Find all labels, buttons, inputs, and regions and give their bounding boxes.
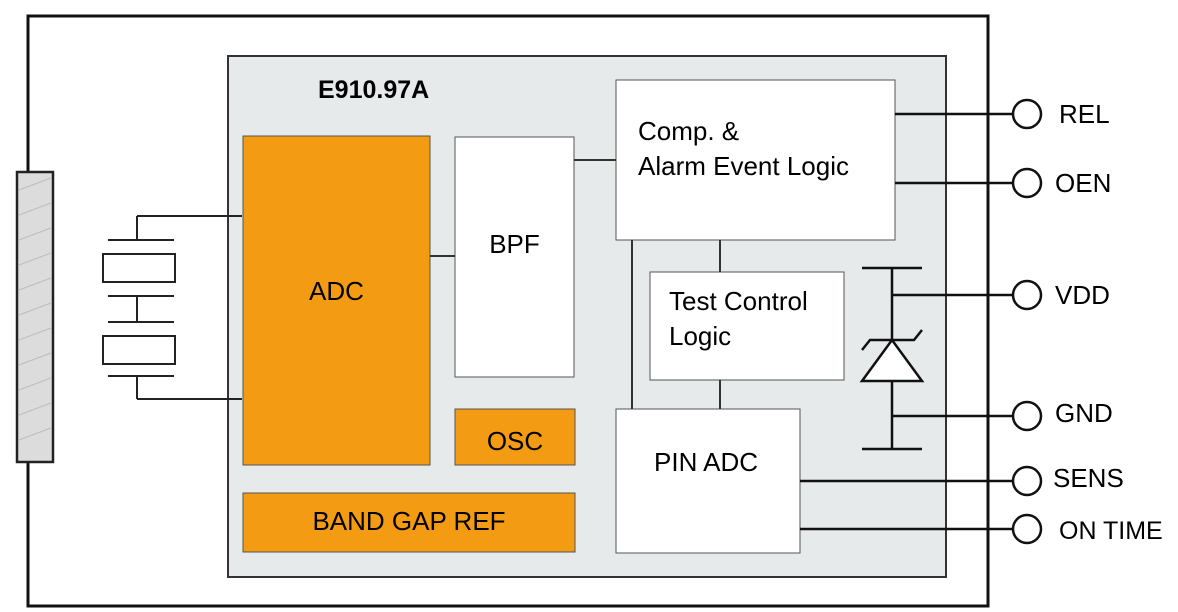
pin-oen-label: OEN [1055, 168, 1112, 198]
bpf-label: BPF [489, 229, 540, 260]
comp-line-1: Comp. & [638, 116, 740, 146]
pin-adc-label: PIN ADC [654, 447, 759, 477]
test-control-logic-block [649, 271, 845, 381]
adc-block [242, 135, 431, 466]
chip-title: E910.97A [318, 76, 430, 104]
pin-gnd-label: GND [1055, 398, 1113, 428]
band-gap-ref-label: BAND GAP REF [312, 506, 506, 537]
pin-sens-label: SENS [1053, 463, 1124, 493]
osc-label: OSC [486, 426, 544, 457]
test-line-1: Test Control [669, 286, 808, 316]
pin-vdd-terminal [1011, 279, 1043, 311]
pin-oen-terminal [1011, 167, 1043, 199]
comp-line-2: Alarm Event Logic [638, 151, 849, 181]
internal-wiring [430, 159, 721, 409]
pin-sens-terminal [1011, 465, 1043, 497]
pin-rel-terminal [1011, 98, 1043, 130]
pin-adc-block [615, 408, 801, 554]
osc-block [454, 408, 576, 466]
test-line-2: Logic [669, 321, 732, 351]
adc-label: ADC [309, 276, 364, 307]
test-control-label: Test Control Logic [669, 284, 808, 354]
pin-rel-label: REL [1059, 99, 1110, 129]
pyro-sensor-symbol [102, 215, 242, 400]
pin-on-time-label: ON TIME [1059, 517, 1163, 545]
comp-alarm-logic-block [615, 79, 896, 241]
pin-on-time-terminal [1011, 513, 1043, 545]
protection-diode-symbol [859, 266, 925, 451]
sensor-window [15, 170, 55, 464]
pin-gnd-terminal [1011, 400, 1043, 432]
band-gap-ref-block [242, 492, 576, 553]
comp-alarm-label: Comp. & Alarm Event Logic [638, 114, 849, 184]
pin-wiring [800, 112, 1012, 531]
pin-vdd-label: VDD [1055, 280, 1110, 310]
